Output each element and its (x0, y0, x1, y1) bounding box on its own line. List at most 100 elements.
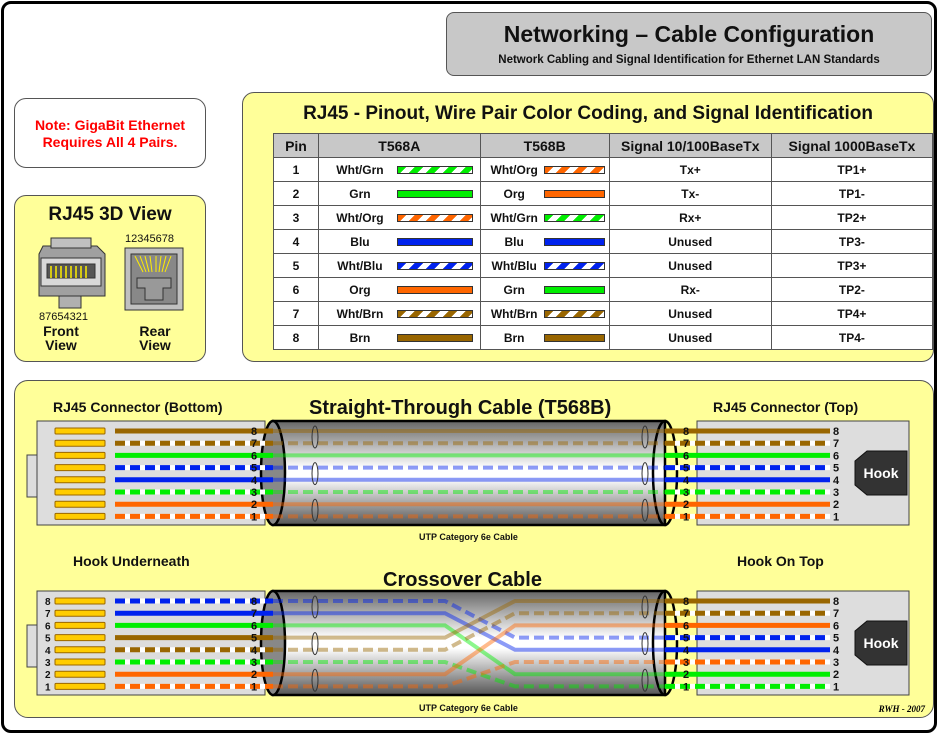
wire-inner-segment (273, 660, 665, 689)
wire-color-swatch (543, 189, 605, 198)
gold-contact-pin (54, 670, 106, 678)
gold-contact-pin (54, 621, 106, 629)
signal-1000-cell: TP1- (770, 181, 934, 206)
cable-jacket (271, 589, 667, 697)
hook-shape (854, 620, 908, 666)
signal-100-cell: Rx- (608, 277, 772, 302)
twist-marker (311, 668, 319, 692)
gold-contact-pin (54, 500, 106, 508)
wire-color-swatch (543, 333, 605, 342)
wire-pin-label-right: 5 (833, 463, 839, 475)
gold-contact-pin (54, 512, 106, 520)
signal-100-cell: Rx+ (608, 205, 772, 230)
twist-marker (641, 595, 649, 619)
twist-marker (641, 632, 649, 656)
wire-pin-label-left: 4 (251, 645, 258, 657)
wire-color-swatch (396, 237, 473, 246)
t568b-cell: Wht/Blu (479, 253, 610, 278)
wire-pin-label-left: 7 (251, 608, 257, 620)
gold-contact-pin (54, 658, 106, 666)
wire-pin-label-left: 7 (251, 438, 257, 450)
gold-contact-pin (54, 646, 106, 654)
cable-diagram-panel: RJ45 Connector (Bottom) Straight-Through… (14, 380, 934, 718)
cable-end-left (259, 589, 287, 697)
wire-pin-label-right: 8 (833, 596, 839, 608)
wire-pin-label-right: 2 (833, 669, 839, 681)
t568a-cell: Wht/Org (317, 205, 481, 230)
t568b-color: Brn (503, 330, 525, 345)
t568b-color: Wht/Brn (490, 306, 538, 321)
wire-color-swatch (396, 309, 473, 318)
straight-right-connector-label: RJ45 Connector (Top) (713, 399, 859, 415)
hook-label: Hook (864, 465, 899, 481)
rj45-3d-view-panel: RJ45 3D View 87654321 Front View 1234567… (14, 195, 206, 362)
wire-color-swatch (543, 309, 605, 318)
signal-1000-cell: TP2+ (770, 205, 934, 230)
wire-inner-segment (273, 623, 665, 677)
wire-pin-label-inner-right: 7 (683, 438, 689, 450)
left-pin-label: 6 (45, 621, 51, 632)
gold-contact-pin (54, 682, 106, 690)
wire-pin-label-right: 6 (833, 620, 839, 632)
cable-end-right (651, 419, 679, 527)
gold-contact-pin (54, 476, 106, 484)
wire-pin-label-right: 6 (833, 450, 839, 462)
gold-contact-pin (54, 451, 106, 459)
t568a-cell: Wht/Brn (317, 301, 481, 326)
wire-pin-label-inner-right: 1 (683, 511, 689, 523)
left-rj45-connector (36, 590, 266, 696)
cable-jacket (271, 419, 667, 527)
t568b-color: Wht/Grn (490, 210, 538, 225)
t568b-cell: Blu (479, 229, 610, 254)
wire-pin-label-right: 1 (833, 511, 839, 523)
wire-color-swatch (543, 165, 605, 174)
t568a-color: Wht/Blu (337, 258, 383, 273)
t568b-cell: Grn (479, 277, 610, 302)
pin-number: 8 (273, 325, 319, 350)
rj45-views-graphic: 87654321 Front View 12345678 Rear View (38, 233, 184, 353)
wire-pin-label-left: 8 (251, 426, 257, 438)
col-header-signal-1000: Signal 1000BaseTx (770, 133, 934, 158)
note-line-1: Note: GigaBit Ethernet (34, 117, 186, 133)
wire-pin-label-right: 3 (833, 487, 839, 499)
wire-pin-label-right: 8 (833, 426, 839, 438)
twist-marker (641, 668, 649, 692)
twist-marker (311, 425, 319, 449)
wire-pin-label-right: 7 (833, 438, 839, 450)
wire-pin-label-left: 6 (251, 450, 257, 462)
col-header-pin: Pin (273, 133, 319, 158)
left-pin-label: 7 (45, 609, 51, 620)
t568a-color: Brn (349, 330, 371, 345)
left-pin-label: 5 (45, 634, 51, 645)
gold-contact-pin (54, 597, 106, 605)
wire-pin-label-inner-right: 7 (683, 608, 689, 620)
t568a-color: Grn (349, 186, 371, 201)
t568a-cell: Blu (317, 229, 481, 254)
wire-color-swatch (543, 237, 605, 246)
wire-color-swatch (396, 213, 473, 222)
wire-pin-label-inner-right: 4 (683, 475, 690, 487)
t568a-color: Wht/Brn (336, 306, 384, 321)
t568a-cell: Brn (317, 325, 481, 350)
front-view-label-2: View (45, 337, 77, 353)
hook-shape (854, 450, 908, 496)
t568b-color: Blu (504, 234, 524, 249)
wire-color-swatch (396, 165, 473, 174)
twist-marker (641, 462, 649, 486)
left-rj45-connector (36, 420, 266, 526)
wire-pin-label-left: 1 (251, 511, 257, 523)
straight-left-connector-label: RJ45 Connector (Bottom) (53, 399, 223, 415)
wire-color-swatch (396, 333, 473, 342)
rj45-3d-view-title: RJ45 3D View (48, 204, 172, 225)
wire-pin-label-left: 6 (251, 620, 257, 632)
wire-pin-label-left: 1 (251, 681, 257, 693)
pin-number: 2 (273, 181, 319, 206)
t568b-cell: Brn (479, 325, 610, 350)
